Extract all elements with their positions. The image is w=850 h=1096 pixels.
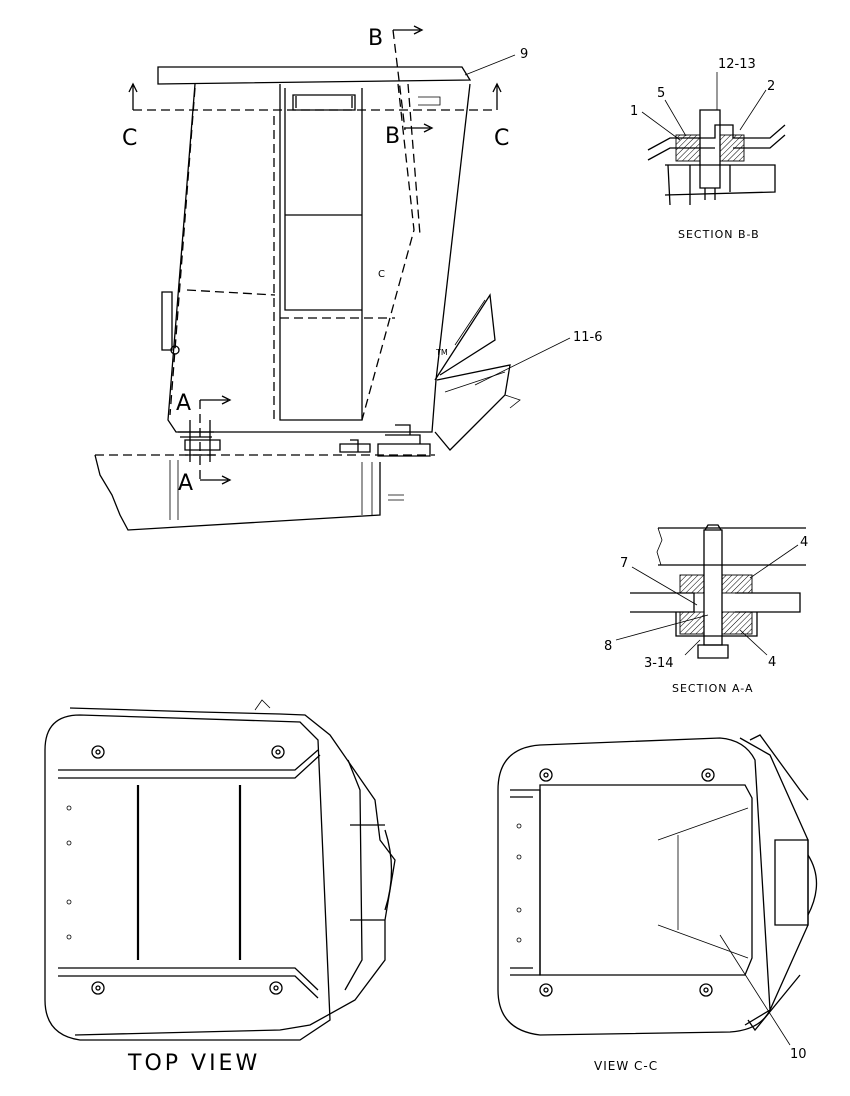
section-aa-detail xyxy=(615,524,806,659)
title-view-cc: VIEW C-C xyxy=(594,1059,658,1073)
callout-7: 7 xyxy=(620,556,628,571)
callout-10: 10 xyxy=(790,1047,807,1062)
section-marker-b-top: B xyxy=(368,26,383,51)
callout-12-13: 12-13 xyxy=(718,57,756,72)
callout-5: 5 xyxy=(657,86,665,101)
title-top-view: TOP VIEW xyxy=(127,1051,260,1076)
section-bb-detail xyxy=(641,72,786,206)
section-marker-b-mid: B xyxy=(385,124,400,149)
tm-mark: TM xyxy=(435,348,448,357)
callout-9: 9 xyxy=(520,47,528,62)
door-mark-c: C xyxy=(378,269,385,280)
callout-4-top: 4 xyxy=(800,535,808,550)
section-marker-c-left: C xyxy=(122,126,137,151)
callout-11-6: 11-6 xyxy=(573,330,603,345)
callout-2: 2 xyxy=(767,79,775,94)
callout-4-bottom: 4 xyxy=(768,655,776,670)
section-marker-c-right: C xyxy=(494,126,509,151)
callout-8: 8 xyxy=(604,639,612,654)
section-marker-a-bottom: A xyxy=(178,471,193,496)
top-view xyxy=(44,699,396,1041)
side-view-cab xyxy=(94,25,571,531)
view-cc xyxy=(497,734,818,1046)
section-marker-a-top: A xyxy=(176,391,191,416)
title-section-bb: SECTION B-B xyxy=(678,228,760,241)
callout-1: 1 xyxy=(630,104,638,119)
callout-3-14: 3-14 xyxy=(644,656,674,671)
title-section-aa: SECTION A-A xyxy=(672,682,754,695)
